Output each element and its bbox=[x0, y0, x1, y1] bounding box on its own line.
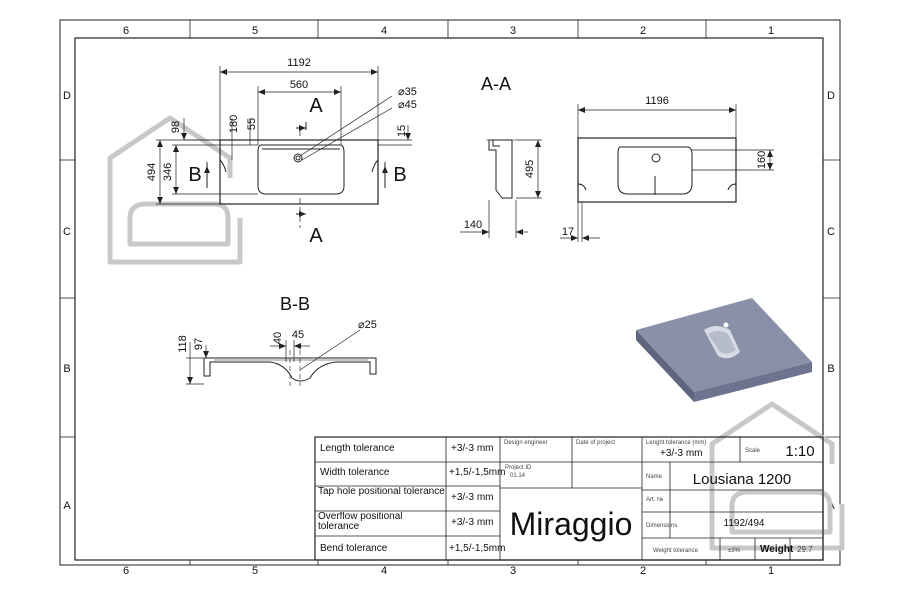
tol-bend-value: +1,5/-1,5mm bbox=[449, 543, 505, 554]
top-view bbox=[219, 128, 379, 228]
weight-label: Weight bbox=[760, 544, 794, 555]
dim-40: 40 bbox=[272, 332, 284, 344]
zone-col-5-bottom: 5 bbox=[252, 565, 258, 577]
project-id-value: 01.14 bbox=[510, 473, 526, 479]
zone-col-6-bottom: 6 bbox=[123, 565, 129, 577]
tol-bend-label: Bend tolerance bbox=[320, 543, 388, 554]
tol-taphole-value: +3/-3 mm bbox=[451, 492, 494, 503]
zone-labels: 6 5 4 3 2 1 6 5 4 3 2 1 D C B A D C B A bbox=[63, 25, 835, 577]
dimensions-label: Dimensions bbox=[646, 523, 677, 529]
zone-col-5-top: 5 bbox=[252, 25, 258, 37]
section-a-bottom-marker: A bbox=[309, 225, 323, 247]
art-number-label: Art. № bbox=[646, 496, 663, 503]
section-aa-title: A-A bbox=[481, 74, 511, 94]
zone-col-2-bottom: 2 bbox=[640, 565, 646, 577]
dim-495: 495 bbox=[524, 160, 536, 178]
dim-1196: 1196 bbox=[645, 95, 669, 107]
title-block bbox=[314, 436, 824, 561]
top-view-dimensions bbox=[156, 66, 412, 217]
name-label: Name bbox=[646, 474, 663, 480]
zone-col-3-bottom: 3 bbox=[510, 565, 516, 577]
tol-overflow-label: Overflow positional tolerance bbox=[318, 512, 403, 532]
dim-55: 55 bbox=[246, 118, 258, 130]
dim-hole-45: ⌀45 bbox=[398, 99, 417, 111]
section-b-right-marker: B bbox=[393, 164, 406, 186]
dim-17: 17 bbox=[562, 226, 574, 238]
dim-97: 97 bbox=[193, 338, 205, 350]
zone-col-6-top: 6 bbox=[123, 25, 129, 37]
tol-length-value: +3/-3 mm bbox=[451, 443, 494, 454]
dim-15: 15 bbox=[396, 125, 408, 137]
section-bb-title: B-B bbox=[280, 294, 310, 314]
watermark-logo-right bbox=[709, 401, 845, 551]
section-aa-side bbox=[486, 139, 516, 199]
zone-col-4-bottom: 4 bbox=[381, 565, 387, 577]
project-id-label: Project ID bbox=[505, 465, 532, 471]
section-aa-dimensions bbox=[460, 104, 774, 242]
section-aa-labels: 1196 495 160 140 17 bbox=[464, 95, 768, 238]
dim-98: 98 bbox=[170, 121, 182, 133]
dim-140: 140 bbox=[464, 219, 482, 231]
section-b-left-marker: B bbox=[188, 164, 201, 186]
dim-45: 45 bbox=[292, 329, 304, 341]
design-engineer-label: Design engineer bbox=[504, 440, 548, 446]
product-render-3d bbox=[636, 298, 812, 402]
zone-row-a-left: A bbox=[63, 500, 71, 512]
tol-taphole-label: Tap hole positional tolerance bbox=[318, 487, 445, 497]
section-bb-profile bbox=[203, 350, 377, 386]
dim-diameter-25: ⌀25 bbox=[358, 319, 377, 331]
tol-overflow-value: +3/-3 mm bbox=[451, 517, 494, 528]
top-view-labels: 1192 560 ⌀35 ⌀45 98 180 55 15 494 346 A … bbox=[146, 57, 417, 247]
section-bb-labels: 118 97 40 45 ⌀25 bbox=[177, 319, 377, 353]
length-tol-label: Lenght tolerance (mm) bbox=[646, 440, 706, 446]
zone-row-b-left: B bbox=[63, 363, 70, 375]
dim-118: 118 bbox=[177, 335, 189, 353]
zone-col-1-bottom: 1 bbox=[768, 565, 774, 577]
weight-value: 29.7 bbox=[797, 545, 813, 554]
zone-col-4-top: 4 bbox=[381, 25, 387, 37]
length-tol-value: +3/-3 mm bbox=[660, 448, 703, 459]
product-name: Lousiana 1200 bbox=[693, 471, 791, 488]
tol-width-label: Width tolerance bbox=[320, 467, 390, 478]
dim-1192: 1192 bbox=[287, 57, 311, 69]
zone-row-d-left: D bbox=[63, 90, 71, 102]
tol-width-value: +1,5/-1,5mm bbox=[449, 467, 505, 478]
dim-160: 160 bbox=[756, 151, 768, 169]
scale-label: Scale bbox=[745, 448, 761, 454]
tol-overflow-label-box: Overflow positional tolerance bbox=[318, 512, 403, 532]
dim-346: 346 bbox=[162, 163, 174, 181]
tol-length-label: Length tolerance bbox=[320, 443, 395, 454]
zone-col-1-top: 1 bbox=[768, 25, 774, 37]
dim-494: 494 bbox=[146, 163, 158, 181]
tol-taphole-label-box: Tap hole positional tolerance bbox=[318, 487, 445, 497]
zone-row-c-right: C bbox=[827, 226, 835, 238]
dim-180: 180 bbox=[228, 115, 240, 133]
weight-tol-label: Weight tolerance bbox=[653, 548, 699, 554]
weight-tol-value: ±3% bbox=[728, 548, 741, 554]
zone-col-3-top: 3 bbox=[510, 25, 516, 37]
zone-col-2-top: 2 bbox=[640, 25, 646, 37]
zone-row-d-right: D bbox=[827, 90, 835, 102]
dim-560: 560 bbox=[290, 79, 308, 91]
dim-hole-35: ⌀35 bbox=[398, 86, 417, 98]
title-block-text: Length tolerance +3/-3 mm Width toleranc… bbox=[318, 440, 815, 555]
date-of-project-label: Date of project bbox=[576, 440, 615, 446]
section-bb-dimensions bbox=[186, 329, 361, 385]
section-a-top-marker: A bbox=[309, 95, 323, 117]
zone-row-b-right: B bbox=[827, 363, 834, 375]
brand-logo-text: Miraggio bbox=[510, 506, 633, 542]
dimensions-value: 1192/494 bbox=[724, 518, 765, 529]
scale-value: 1:10 bbox=[785, 443, 814, 460]
zone-row-c-left: C bbox=[63, 226, 71, 238]
